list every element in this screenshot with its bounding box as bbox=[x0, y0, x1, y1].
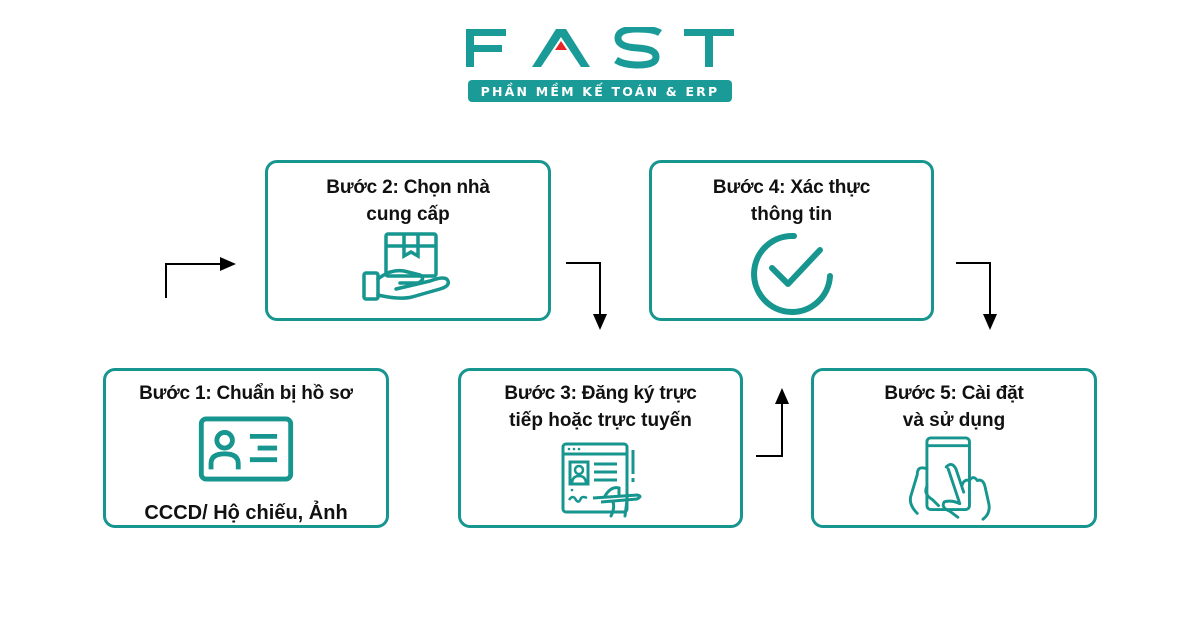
id-card-icon bbox=[198, 416, 294, 482]
arrow-step-4-to-step-5 bbox=[956, 262, 997, 330]
arrow-step-3-to-step-4 bbox=[756, 388, 789, 457]
step-3-card: Bước 3: Đăng ký trực tiếp hoặc trực tuyế… bbox=[458, 368, 743, 528]
step-5-card: Bước 5: Cài đặt và sử dụng bbox=[811, 368, 1097, 528]
fast-logo: PHẦN MỀM KẾ TOÁN & ERP bbox=[466, 27, 734, 103]
step-4-title-line2: thông tin bbox=[750, 204, 833, 225]
step-4-title-line1: Bước 4: Xác thực bbox=[712, 177, 871, 198]
hand-touch-phone-icon bbox=[908, 436, 991, 521]
online-form-signing-icon bbox=[561, 442, 641, 518]
arrow-step-2-to-step-3 bbox=[566, 262, 607, 330]
step-3-title-line2: tiếp hoặc trực tuyến bbox=[509, 410, 692, 431]
arrow-start-to-step-2 bbox=[165, 257, 236, 298]
step-5-title-line1: Bước 5: Cài đặt bbox=[884, 383, 1024, 404]
step-2-title-line1: Bước 2: Chọn nhà bbox=[326, 177, 490, 198]
check-circle-icon bbox=[750, 232, 833, 315]
hand-holding-box-icon bbox=[362, 232, 451, 301]
step-4-card: Bước 4: Xác thực thông tin bbox=[649, 160, 934, 321]
step-2-title-line2: cung cấp bbox=[366, 204, 450, 225]
step-3-title-line1: Bước 3: Đăng ký trực bbox=[504, 383, 697, 404]
step-2-card: Bước 2: Chọn nhà cung cấp bbox=[265, 160, 551, 321]
step-1-subtitle: CCCD/ Hộ chiếu, Ảnh bbox=[144, 502, 348, 524]
step-1-card: Bước 1: Chuẩn bị hồ sơ CCCD/ Hộ chiếu, Ả… bbox=[103, 368, 389, 528]
step-5-title-line2: và sử dụng bbox=[902, 410, 1006, 431]
fast-wordmark-icon bbox=[466, 27, 734, 69]
logo-tagline: PHẦN MỀM KẾ TOÁN & ERP bbox=[468, 80, 732, 102]
step-1-title: Bước 1: Chuẩn bị hồ sơ bbox=[139, 383, 353, 404]
